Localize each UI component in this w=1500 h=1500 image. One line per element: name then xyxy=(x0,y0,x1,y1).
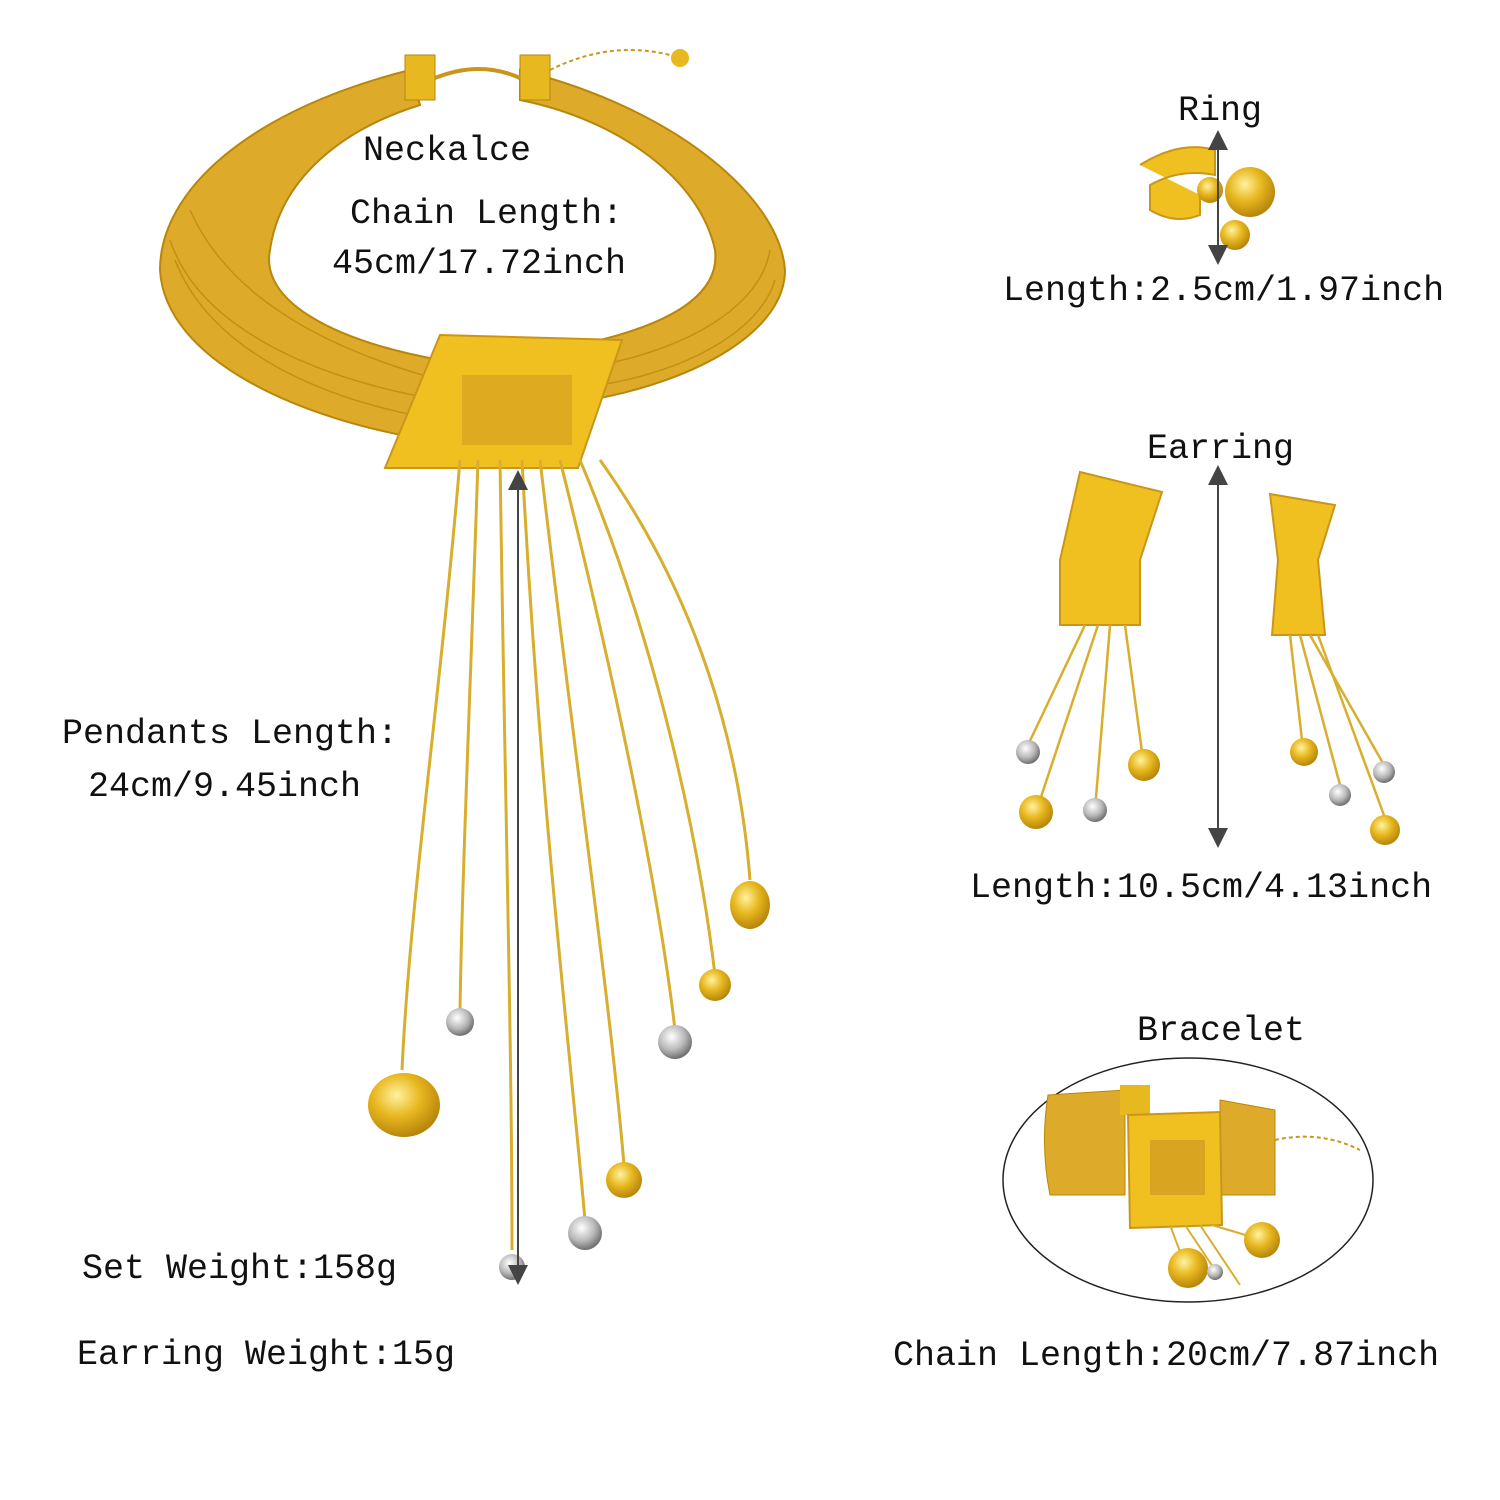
ring-title: Ring xyxy=(1178,91,1263,131)
necklace-pendants xyxy=(400,459,752,1251)
pendants-length-label: Pendants Length: xyxy=(62,714,399,754)
bracelet xyxy=(1002,1057,1374,1303)
bracelet-length: Chain Length:20cm/7.87inch xyxy=(893,1336,1440,1376)
pendants-length-value: 24cm/9.45inch xyxy=(88,767,362,807)
earrings xyxy=(1016,465,1400,848)
bracelet-title: Bracelet xyxy=(1137,1011,1306,1051)
earring-length: Length:10.5cm/4.13inch xyxy=(970,868,1433,908)
earring-title: Earring xyxy=(1147,429,1295,469)
necklace-chain-value: 45cm/17.72inch xyxy=(332,244,627,284)
necklace-title: Neckalce xyxy=(363,131,532,171)
necklace xyxy=(158,49,787,469)
earring-weight: Earring Weight:15g xyxy=(77,1335,456,1375)
set-weight: Set Weight:158g xyxy=(82,1249,398,1289)
necklace-chain-label: Chain Length: xyxy=(350,194,624,234)
ring xyxy=(1139,130,1275,265)
ring-length: Length:2.5cm/1.97inch xyxy=(1003,271,1445,311)
